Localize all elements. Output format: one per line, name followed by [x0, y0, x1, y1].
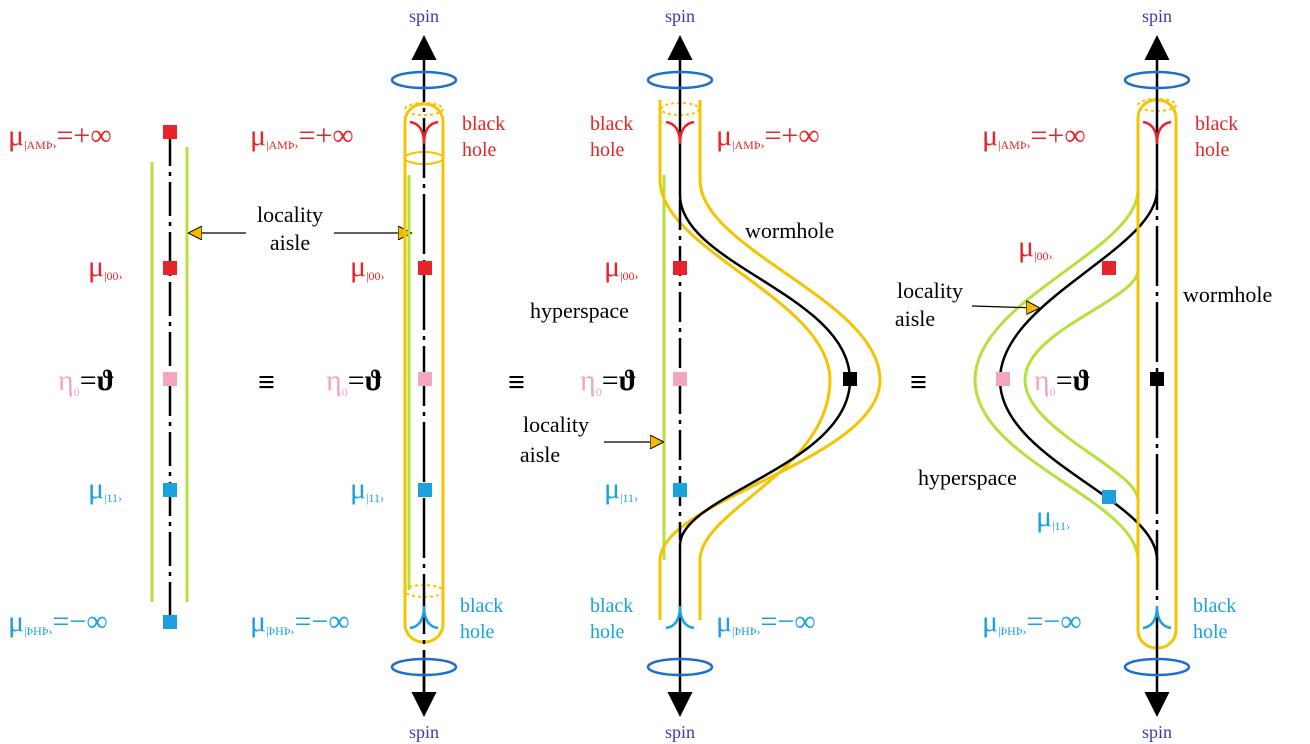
rotation-bottom: [1123, 657, 1191, 677]
hyperspace-aisle-outer: [973, 189, 1140, 561]
tube-cap-top: [404, 102, 444, 116]
spin-top-label: spin: [665, 6, 695, 26]
mu-11-label: μ|11›: [1036, 500, 1070, 533]
black-hole-bottom-funnel: [665, 605, 695, 630]
mu-bottom-marker: [163, 615, 177, 629]
equiv-2: ≡: [508, 366, 525, 399]
black-hole-bottom-2: hole: [460, 621, 495, 643]
wormhole-midpoint-marker: [843, 372, 857, 386]
locality-word: locality: [897, 278, 963, 303]
mu-11-label: μ|11›: [88, 472, 122, 505]
locality-word: locality: [257, 202, 323, 227]
black-hole-top-funnel: [1142, 120, 1172, 145]
black-hole-bottom-1: black: [590, 595, 633, 617]
black-hole-bottom-2: hole: [590, 621, 625, 643]
black-hole-top-1: black: [462, 113, 505, 135]
equiv-1: ≡: [258, 366, 275, 399]
panel-3: spin spin black hole μ|AMÞ›=+∞ wormhole …: [520, 6, 882, 742]
mu-00-marker: [1102, 261, 1116, 275]
black-hole-top-2: hole: [462, 139, 497, 161]
black-hole-bottom-1: black: [460, 595, 503, 617]
rotation-top: [1123, 70, 1191, 90]
eta-label: η0=ϑ: [580, 364, 637, 399]
spin-top-label: spin: [1142, 6, 1172, 26]
eta-label: η0=ϑ: [326, 364, 383, 399]
rotation-top: [646, 70, 714, 90]
panel-2: spin spin μ|AMÞ›=+∞ μ|00› η0=ϑ μ|11› μ|Þ…: [250, 6, 505, 742]
mu-00-label: μ|00›: [350, 250, 385, 283]
mu-00-marker: [673, 261, 687, 275]
mu-11-marker: [418, 483, 432, 497]
black-hole-top-1: black: [590, 113, 633, 135]
hyperspace-label: hyperspace: [918, 465, 1017, 490]
mu-11-label: μ|11›: [604, 472, 638, 505]
wormhole-path: [678, 140, 852, 620]
locality-aisle-annotation-1: locality aisle: [190, 202, 410, 255]
hyperspace-aisle-inner: [1023, 269, 1140, 501]
black-hole-bottom-1: black: [1193, 595, 1236, 617]
eta-marker: [418, 372, 432, 386]
mu-11-marker: [1102, 490, 1116, 504]
mu-11-marker: [673, 483, 687, 497]
spin-top-label: spin: [409, 6, 439, 26]
spin-bottom-label: spin: [665, 722, 695, 742]
black-hole-top-2: hole: [590, 139, 625, 161]
mu-top-label: μ|AMÞ›=+∞: [8, 119, 112, 152]
locality-pointer: [971, 306, 1038, 308]
black-hole-top-1: black: [1195, 113, 1238, 135]
wormhole-label: wormhole: [1183, 282, 1272, 307]
mu-00-label: μ|00›: [1018, 230, 1053, 263]
mu-00-label: μ|00›: [88, 250, 123, 283]
locality-word: locality: [523, 412, 589, 437]
panel-1: μ|AMÞ›=+∞ μ|00› η0=ϑ μ|11› μ|ÞHÞ›=−∞: [8, 119, 189, 638]
rotation-bottom: [646, 657, 714, 677]
wormhole-label: wormhole: [745, 218, 834, 243]
mu-top-marker: [163, 125, 177, 139]
wormhole-midpoint-marker: [1150, 372, 1164, 386]
eta-label: η0=ϑ: [1034, 364, 1091, 399]
black-hole-bottom-funnel: [409, 605, 439, 630]
eta-marker: [163, 372, 177, 386]
rotation-top: [390, 70, 458, 90]
spin-bottom-label: spin: [1142, 722, 1172, 742]
hyperspace-label: hyperspace: [530, 298, 629, 323]
wormhole-tube-inner: [658, 100, 832, 620]
spin-bottom-label: spin: [409, 722, 439, 742]
eta-label: η0=ϑ: [58, 364, 115, 399]
mu-00-marker: [163, 261, 177, 275]
black-hole-top-funnel: [409, 120, 439, 145]
mu-00-marker: [418, 261, 432, 275]
mu-00-label: μ|00›: [604, 250, 639, 283]
black-hole-top-2: hole: [1195, 139, 1230, 161]
eta-marker: [673, 372, 687, 386]
mu-bottom-label: μ|ÞHÞ›=−∞: [716, 605, 816, 638]
eta-marker: [996, 372, 1010, 386]
mu-11-label: μ|11›: [350, 472, 384, 505]
mu-bottom-label: μ|ÞHÞ›=−∞: [250, 605, 350, 638]
aisle-word: aisle: [520, 442, 560, 467]
aisle-word: aisle: [895, 306, 935, 331]
black-hole-top-funnel: [665, 120, 695, 145]
mu-bottom-label: μ|ÞHÞ›=−∞: [8, 605, 108, 638]
mu-11-marker: [163, 483, 177, 497]
equiv-3: ≡: [910, 366, 927, 399]
panel-4: spin spin μ|AMÞ›=+∞ black hole μ|00› loc…: [895, 6, 1272, 742]
rotation-bottom: [390, 657, 458, 677]
mu-bottom-label: μ|ÞHÞ›=−∞: [982, 605, 1082, 638]
mu-top-label: μ|AMÞ›=+∞: [716, 119, 820, 152]
mu-top-label: μ|AMÞ›=+∞: [982, 119, 1086, 152]
black-hole-bottom-funnel: [1142, 605, 1172, 630]
mu-top-label: μ|AMÞ›=+∞: [250, 119, 354, 152]
aisle-word: aisle: [270, 230, 310, 255]
black-hole-bottom-2: hole: [1193, 621, 1228, 643]
